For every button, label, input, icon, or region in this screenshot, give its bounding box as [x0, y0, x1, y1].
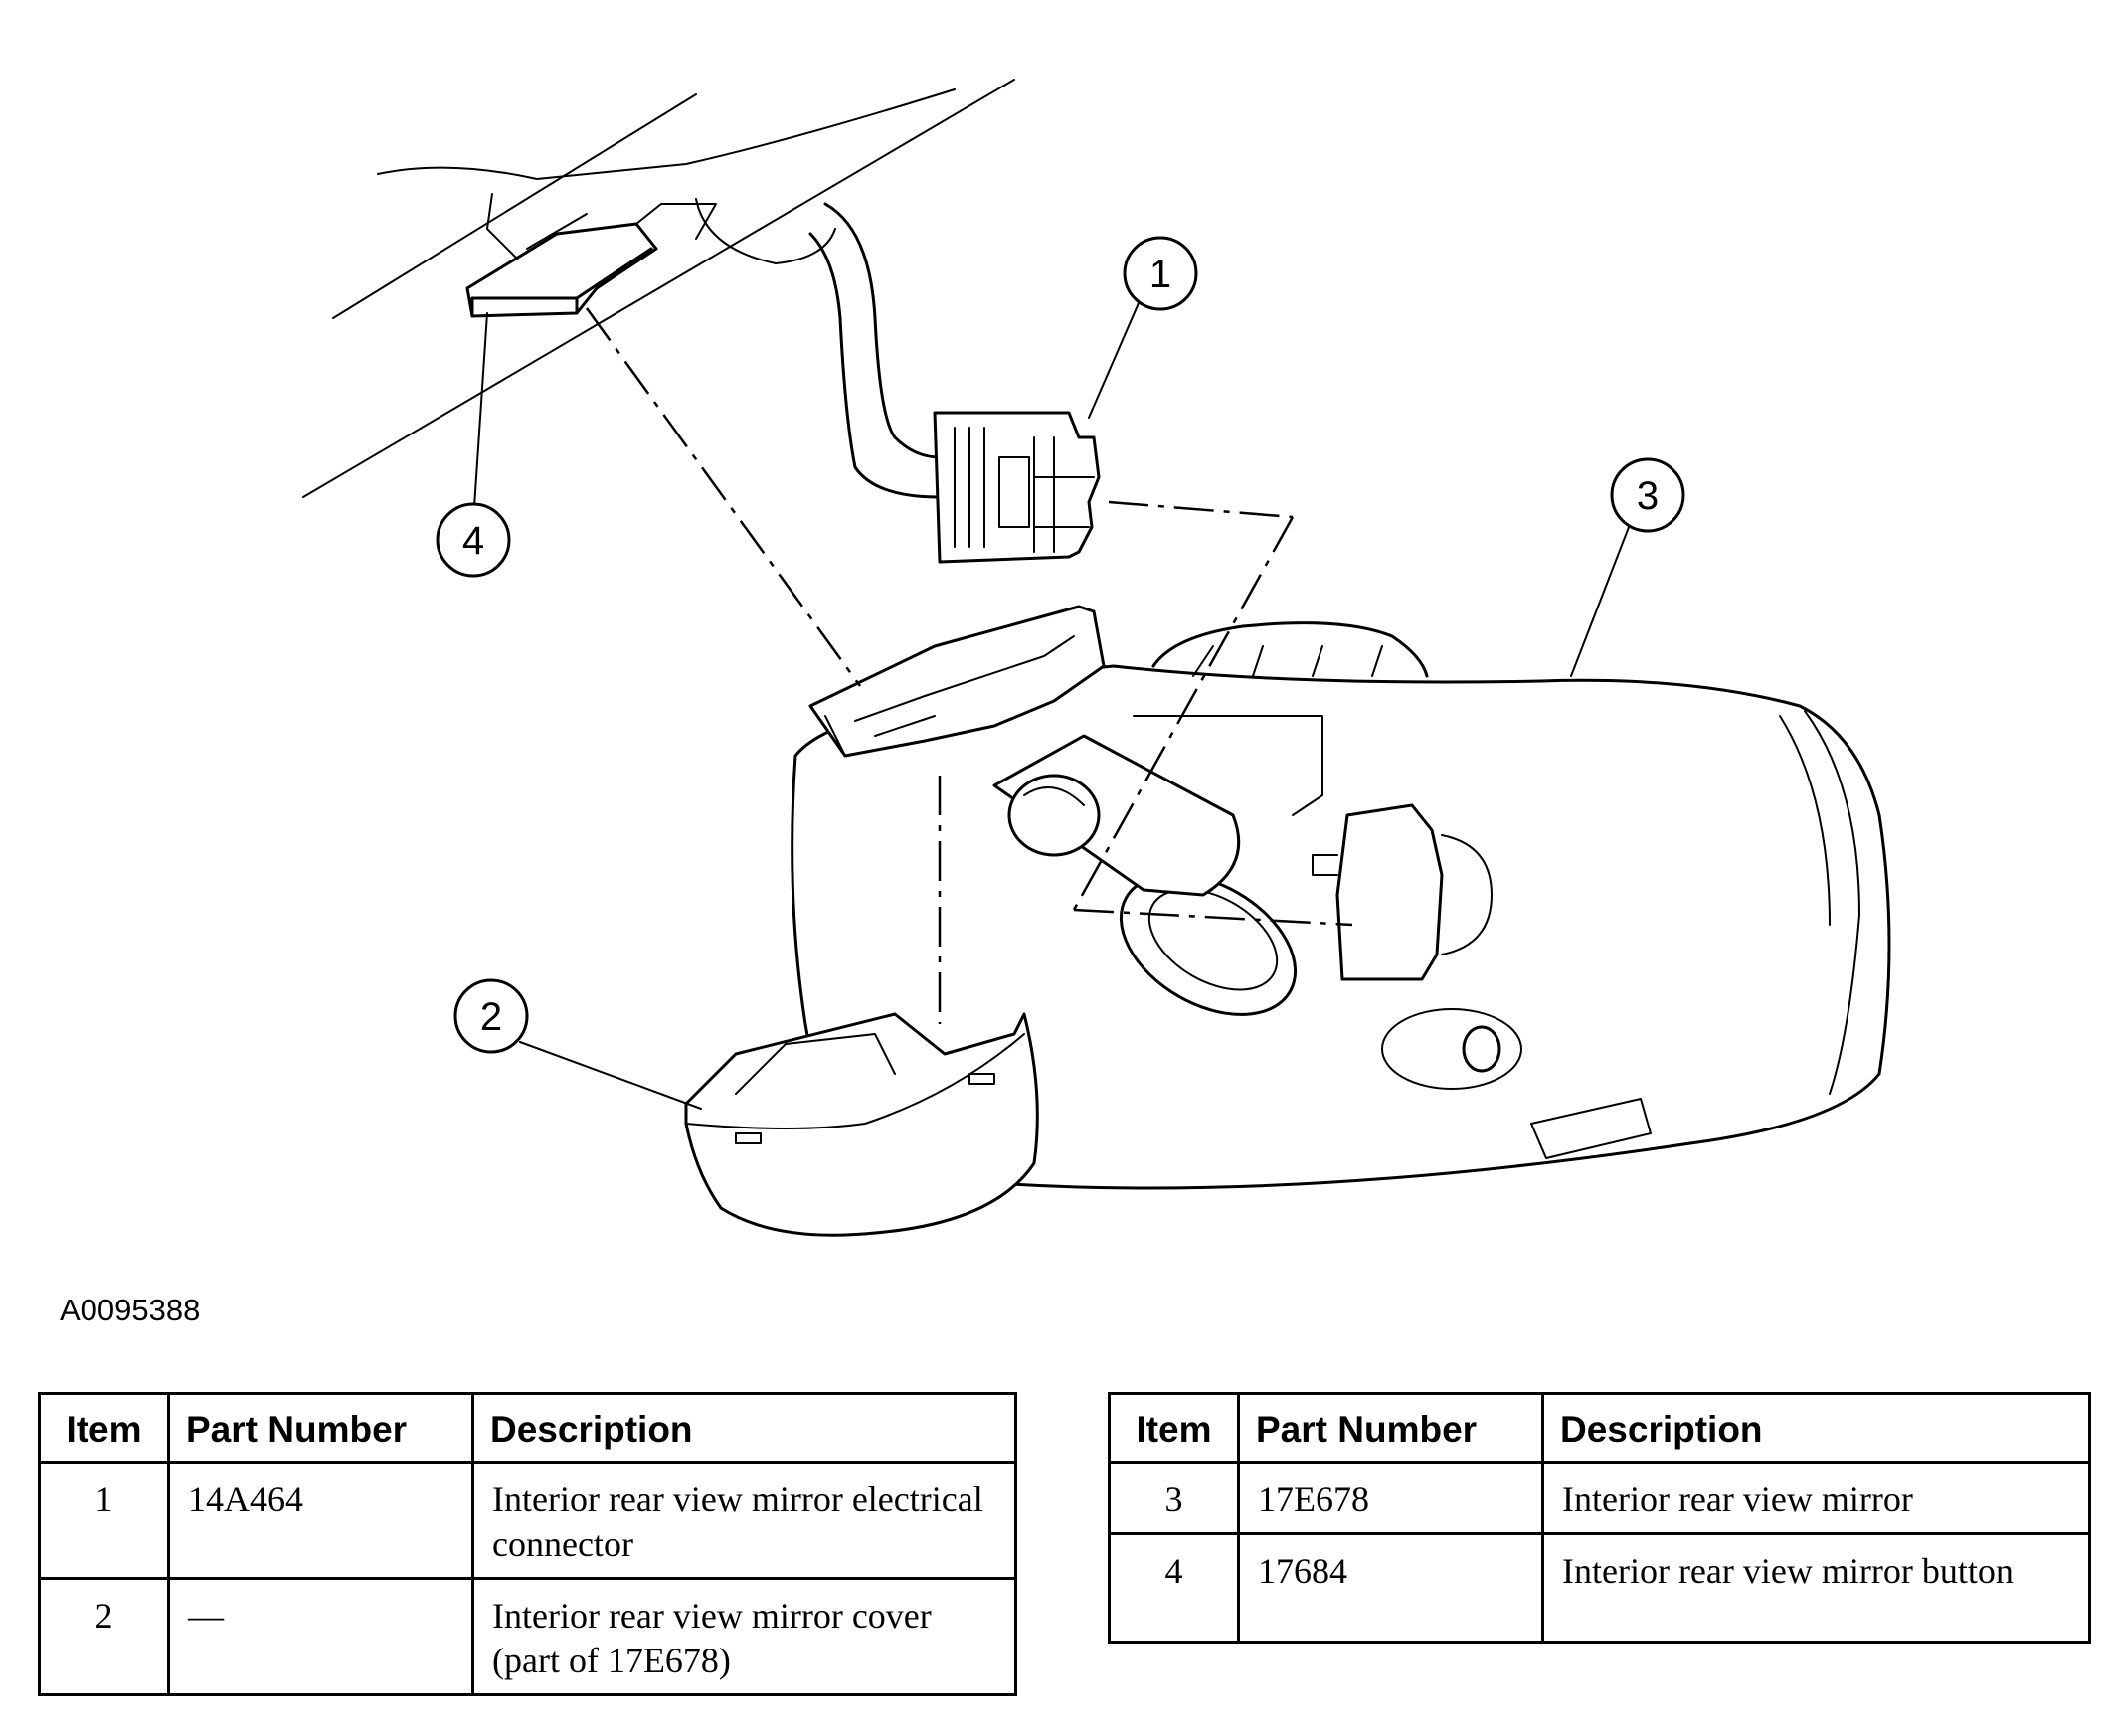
callout-1: 1: [1123, 236, 1198, 311]
callout-2-label: 2: [480, 995, 502, 1039]
cell-item: 2: [38, 1577, 170, 1696]
header-part-number: Part Number: [167, 1392, 474, 1464]
cell-item: 1: [38, 1461, 170, 1580]
parts-table-right: Item Part Number Description 3 17E678 In…: [1108, 1392, 2091, 1644]
mirror-exploded-diagram: 1 2 3 4: [302, 79, 1891, 1237]
mirror-button: [465, 203, 717, 318]
header-description: Description: [471, 1392, 1017, 1464]
cell-part-number: 17E678: [1237, 1461, 1544, 1535]
cell-item: 3: [1108, 1461, 1240, 1535]
header-item: Item: [38, 1392, 170, 1464]
wiring-harness: [808, 202, 942, 499]
table-row: 3 17E678 Interior rear view mirror: [1108, 1461, 2091, 1535]
leader-lines: [473, 295, 1632, 1110]
callout-4: 4: [436, 502, 511, 578]
header-part-number: Part Number: [1237, 1392, 1544, 1464]
table-header-row: Item Part Number Description: [1108, 1392, 2091, 1464]
table-row: 2 — Interior rear view mirror cover (par…: [38, 1577, 1017, 1696]
electrical-connector: [933, 411, 1101, 564]
table-header-row: Item Part Number Description: [38, 1392, 1017, 1464]
callout-1-label: 1: [1149, 253, 1171, 296]
callout-2: 2: [453, 978, 529, 1054]
cell-description: Interior rear view mirror button: [1541, 1532, 2091, 1644]
table-row: 4 17684 Interior rear view mirror button: [1108, 1532, 2091, 1644]
cell-description: Interior rear view mirror: [1541, 1461, 2091, 1535]
mirror-cover: [684, 1012, 1039, 1237]
cell-part-number: 17684: [1237, 1532, 1544, 1644]
callout-4-label: 4: [462, 519, 484, 563]
parts-table-left: Item Part Number Description 1 14A464 In…: [38, 1392, 1017, 1696]
header-description: Description: [1541, 1392, 2091, 1464]
header-item: Item: [1108, 1392, 1240, 1464]
cell-item: 4: [1108, 1532, 1240, 1644]
cell-part-number: —: [167, 1577, 474, 1696]
figure-id-label: A0095388: [60, 1293, 201, 1327]
cell-description: Interior rear view mirror electrical con…: [471, 1461, 1017, 1580]
callout-3-label: 3: [1637, 474, 1659, 518]
callout-3: 3: [1610, 457, 1685, 533]
mount-bracket: [808, 605, 1106, 758]
alignment-lines: [585, 307, 1353, 1024]
cell-description: Interior rear view mirror cover (part of…: [471, 1577, 1017, 1696]
windshield-header: [302, 79, 1015, 498]
cell-part-number: 14A464: [167, 1461, 474, 1580]
table-row: 1 14A464 Interior rear view mirror elect…: [38, 1461, 1017, 1580]
